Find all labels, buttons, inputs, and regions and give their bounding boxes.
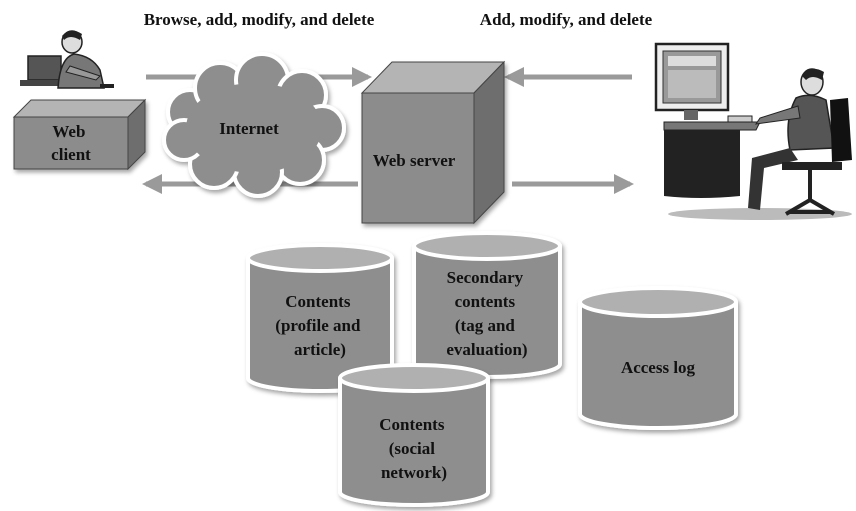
web-server-box: [360, 60, 506, 225]
web-client-box: [12, 98, 147, 171]
database-contents-profile-label: Contents (profile and article): [275, 292, 364, 359]
database-contents-social: [338, 363, 490, 507]
database-contents-social-label: Contents (social network): [379, 415, 448, 482]
header-left: Browse, add, modify, and delete: [144, 10, 375, 29]
web-server-label: Web server: [373, 151, 456, 170]
user-at-laptop-icon: [20, 30, 114, 89]
database-secondary-contents: [412, 231, 562, 379]
header-right: Add, modify, and delete: [480, 10, 653, 29]
internet-label: Internet: [219, 119, 279, 138]
web-client-label: Web client: [51, 122, 91, 164]
database-access-log-label: Access log: [621, 358, 696, 377]
database-access-log: [578, 286, 738, 430]
internet-cloud: [162, 52, 346, 198]
admin-at-computer-icon: [654, 42, 852, 220]
database-secondary-contents-label: Secondary contents (tag and evaluation): [446, 268, 527, 359]
